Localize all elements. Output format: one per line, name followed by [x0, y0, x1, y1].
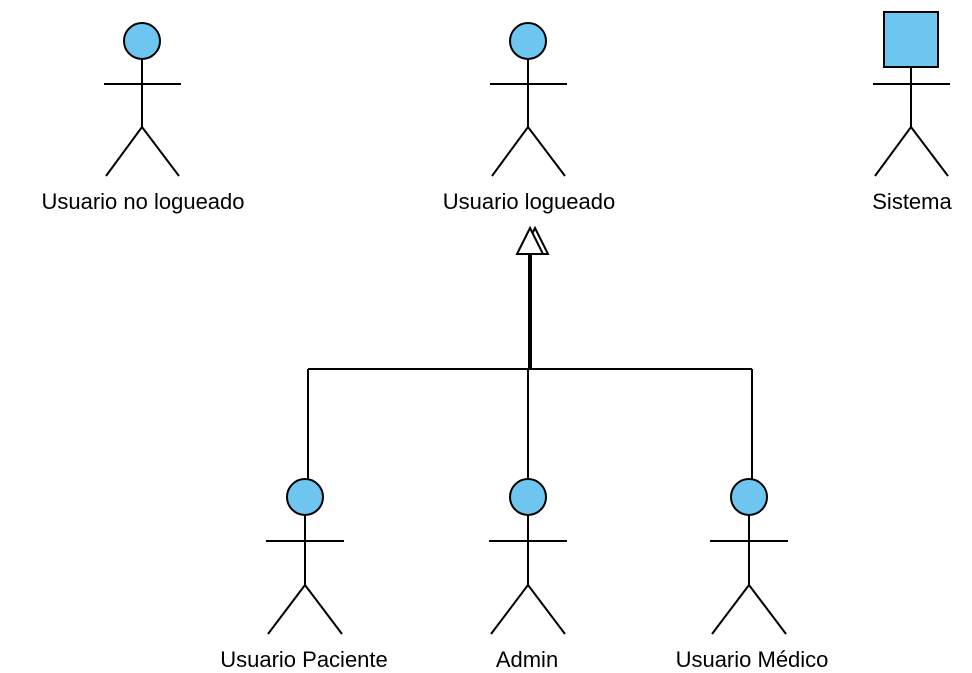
stick-figure-icon — [266, 478, 344, 635]
stick-figure-icon — [710, 478, 788, 635]
stick-figure-icon — [104, 22, 181, 177]
actor-label-admin: Admin — [495, 647, 559, 672]
actor-usuario-paciente[interactable] — [266, 478, 344, 635]
actor-usuario-medico[interactable] — [710, 478, 788, 635]
actor-usuario-logueado[interactable] — [490, 22, 567, 177]
actor-sistema[interactable] — [873, 11, 950, 177]
actor-admin[interactable] — [489, 478, 567, 635]
actor-label-usuario-logueado: Usuario logueado — [442, 189, 616, 214]
actor-label-usuario-paciente: Usuario Paciente — [220, 647, 388, 672]
stick-figure-icon — [490, 22, 567, 177]
actor-label-usuario-no-logueado: Usuario no logueado — [41, 189, 245, 214]
generalization-arrowhead — [515, 225, 545, 255]
stick-figure-icon — [489, 478, 567, 635]
system-actor-icon — [873, 11, 950, 177]
generalization-connectors — [307, 225, 753, 481]
actor-label-sistema: Sistema — [872, 189, 952, 214]
actor-usuario-no-logueado[interactable] — [104, 22, 181, 177]
actor-label-usuario-medico: Usuario Médico — [675, 647, 829, 672]
